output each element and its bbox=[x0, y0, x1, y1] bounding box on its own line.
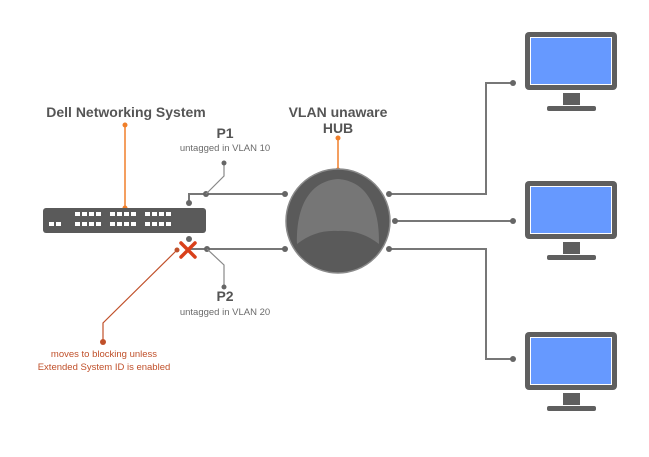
switch-port-led bbox=[145, 212, 150, 216]
hub-label-line2: HUB bbox=[323, 120, 353, 136]
hub-link-bottom bbox=[386, 246, 516, 362]
switch-port-led bbox=[131, 222, 136, 226]
port-p1-name: P1 bbox=[216, 125, 233, 141]
switch-port-led bbox=[159, 222, 164, 226]
hub-leader bbox=[335, 135, 341, 173]
port-p1-link bbox=[186, 160, 288, 206]
note-line1: moves to blocking unless bbox=[51, 349, 157, 360]
monitor-icon bbox=[525, 32, 617, 111]
blocked-port-x-icon bbox=[179, 241, 197, 259]
port-p1-description: untagged in VLAN 10 bbox=[180, 143, 270, 154]
switch-port-led bbox=[159, 212, 164, 216]
switch-port-led bbox=[152, 222, 157, 226]
switch-port-led bbox=[124, 212, 129, 216]
network-switch-icon bbox=[43, 208, 206, 233]
switch-port-led bbox=[117, 222, 122, 226]
switch-port-led bbox=[82, 222, 87, 226]
note-line2: Extended System ID is enabled bbox=[38, 362, 171, 373]
switch-port-led bbox=[110, 222, 115, 226]
hub-label-line1: VLAN unaware bbox=[289, 104, 388, 120]
port-p2-link bbox=[186, 236, 288, 290]
monitor-icon bbox=[525, 332, 617, 411]
switch-port-led bbox=[49, 222, 54, 226]
port-p2-description: untagged in VLAN 20 bbox=[180, 307, 270, 318]
hub-link-top bbox=[386, 80, 516, 197]
switch-leader bbox=[122, 122, 128, 211]
switch-port-led bbox=[96, 222, 101, 226]
hub-icon bbox=[285, 168, 391, 274]
note-leader bbox=[100, 247, 180, 345]
switch-port-led bbox=[166, 222, 171, 226]
switch-label: Dell Networking System bbox=[46, 104, 206, 120]
switch-port-led bbox=[152, 212, 157, 216]
hub-link-middle bbox=[392, 218, 516, 224]
switch-port-led bbox=[96, 212, 101, 216]
switch-port-led bbox=[56, 222, 61, 226]
switch-port-led bbox=[145, 222, 150, 226]
switch-port-led bbox=[131, 212, 136, 216]
switch-port-led bbox=[166, 212, 171, 216]
switch-port-led bbox=[82, 212, 87, 216]
switch-port-led bbox=[75, 222, 80, 226]
switch-port-led bbox=[75, 212, 80, 216]
port-p2-name: P2 bbox=[216, 288, 233, 304]
switch-port-led bbox=[89, 222, 94, 226]
switch-port-led bbox=[124, 222, 129, 226]
switch-port-led bbox=[89, 212, 94, 216]
switch-port-led bbox=[117, 212, 122, 216]
switch-port-led bbox=[110, 212, 115, 216]
monitor-icon bbox=[525, 181, 617, 260]
